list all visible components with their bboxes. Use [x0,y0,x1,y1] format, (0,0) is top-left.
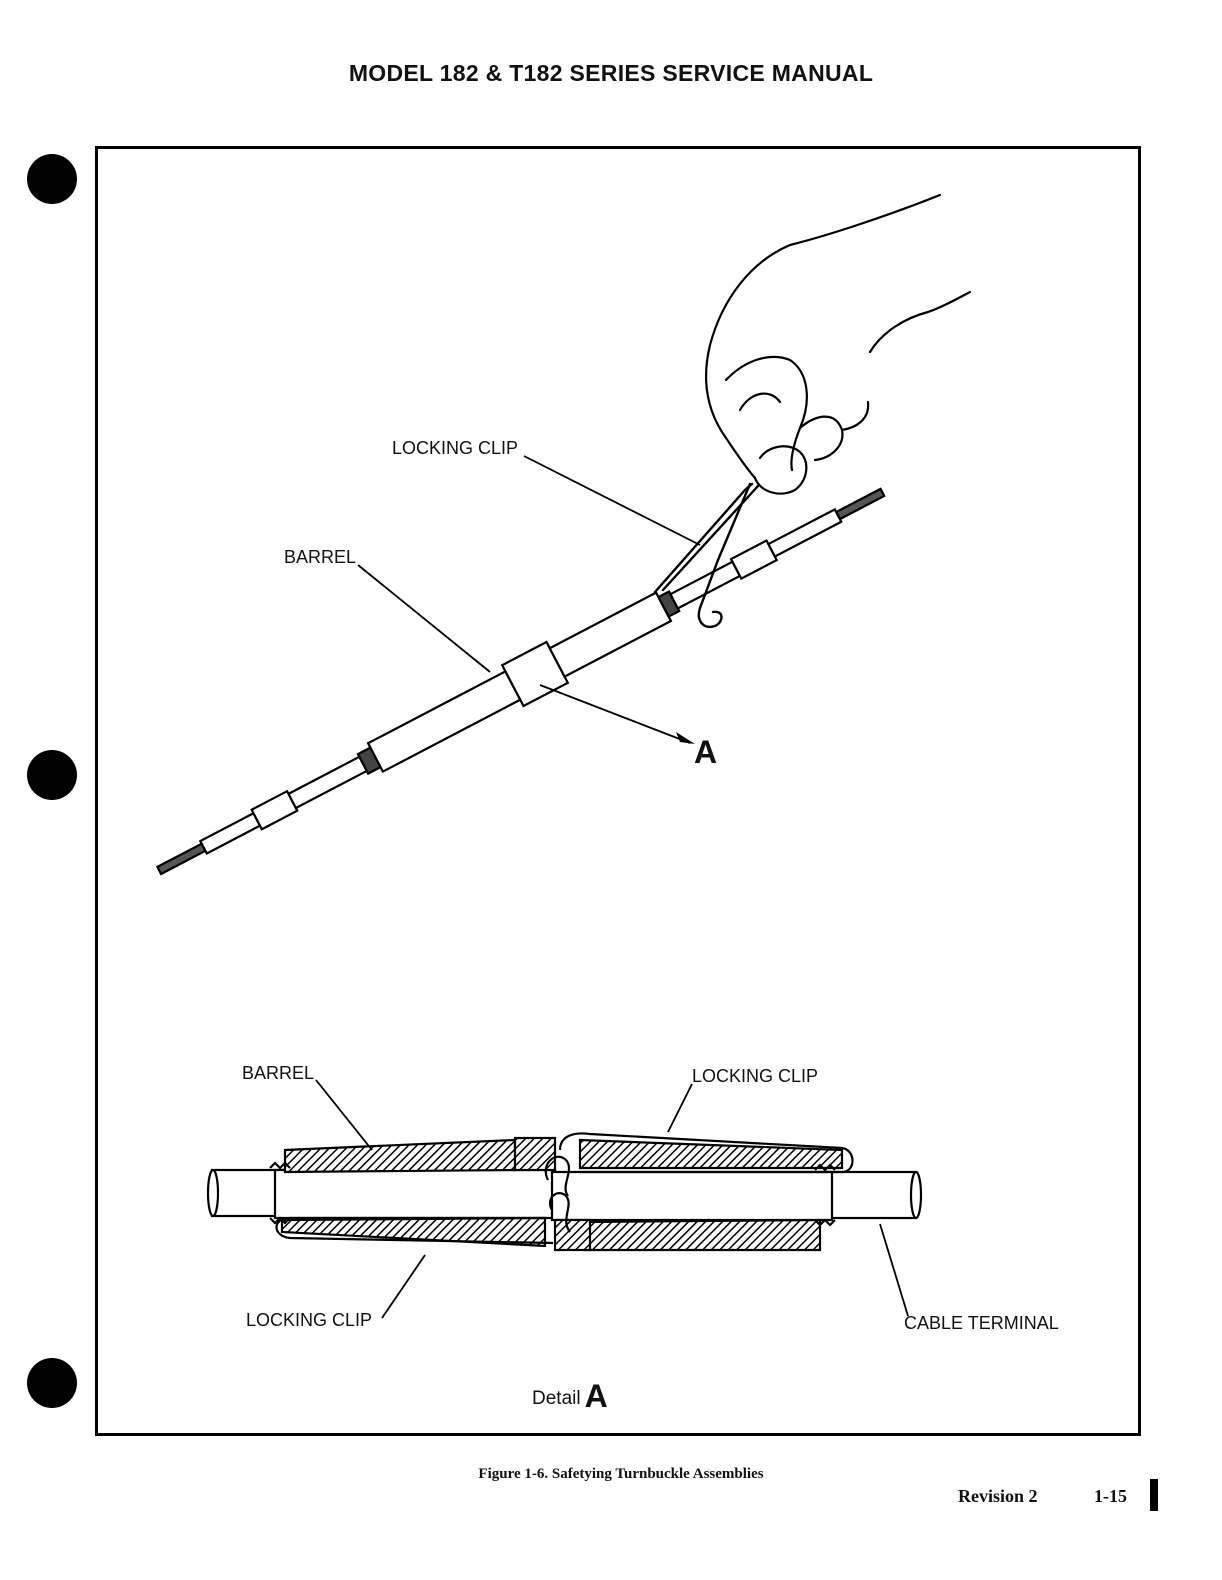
figure-caption: Figure 1-6. Safetying Turnbuckle Assembl… [0,1466,1222,1483]
callout-locking-clip-detail-top: LOCKING CLIP [692,1066,818,1087]
hand-drawing [706,195,970,494]
callout-locking-clip-top: LOCKING CLIP [392,438,518,459]
revision-label: Revision 2 [958,1486,1038,1507]
detail-caption-word: Detail [532,1388,581,1409]
turnbuckle-assembly [149,472,893,891]
callout-barrel-detail: BARREL [242,1063,314,1084]
page-number: 1-15 [1094,1486,1127,1507]
callout-cable-terminal: CABLE TERMINAL [904,1313,1059,1334]
arrow-detail-ref [676,732,695,744]
change-bar [1150,1479,1158,1511]
detail-caption-letter: A [585,1378,608,1414]
callout-locking-clip-detail-bottom: LOCKING CLIP [246,1310,372,1331]
detail-a-section [208,1133,921,1250]
callout-barrel-top: BARREL [284,547,356,568]
callout-detail-ref: A [694,734,717,771]
